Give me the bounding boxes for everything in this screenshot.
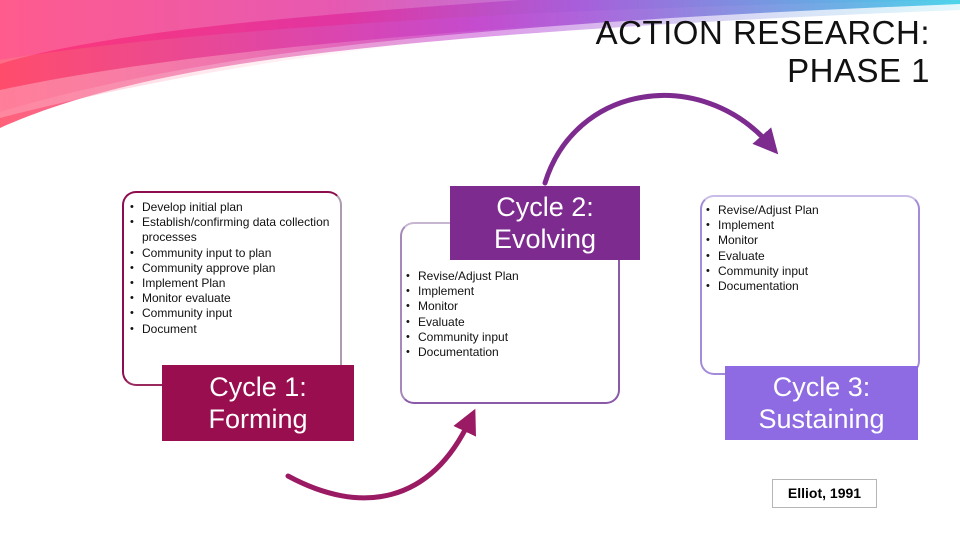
cycle-3-item: Revise/Adjust Plan <box>704 203 904 218</box>
cycle-1-item: Develop initial plan <box>128 200 333 215</box>
cycle-2-item: Implement <box>404 284 604 299</box>
citation: Elliot, 1991 <box>772 479 877 508</box>
arrow-cycle2-to-cycle3 <box>542 92 779 186</box>
cycle-3-item: Community input <box>704 264 904 279</box>
cycle-2-list: Revise/Adjust Plan Implement Monitor Eva… <box>404 269 604 360</box>
cycle-3-item: Evaluate <box>704 249 904 264</box>
cycle-3-card: Revise/Adjust Plan Implement Monitor Eva… <box>700 195 920 375</box>
cycle-2-item: Documentation <box>404 345 604 360</box>
title-line-1: ACTION RESEARCH: <box>595 14 930 51</box>
cycle-1-item: Community input to plan <box>128 246 333 261</box>
cycle-1-label-line-2: Forming <box>208 404 308 434</box>
cycle-3-label: Cycle 3: Sustaining <box>725 366 918 440</box>
cycle-1-item: Monitor evaluate <box>128 291 333 306</box>
cycle-3-item: Documentation <box>704 279 904 294</box>
cycle-1-item: Community input <box>128 306 333 321</box>
cycle-2-label-line-2: Evolving <box>493 224 597 254</box>
cycle-2-item: Revise/Adjust Plan <box>404 269 604 284</box>
cycle-3-item: Implement <box>704 218 904 233</box>
cycle-1-label: Cycle 1: Forming <box>162 365 354 441</box>
cycle-3-list: Revise/Adjust Plan Implement Monitor Eva… <box>704 203 904 294</box>
cycle-1-list: Develop initial plan Establish/confirmin… <box>128 200 333 337</box>
cycle-1-card: Develop initial plan Establish/confirmin… <box>122 191 342 386</box>
cycle-2-item: Evaluate <box>404 315 604 330</box>
cycle-1-item: Document <box>128 322 333 337</box>
slide-title: ACTION RESEARCH: PHASE 1 <box>510 14 930 90</box>
cycle-3-label-line-1: Cycle 3: <box>772 372 871 402</box>
cycle-1-item: Establish/confirming data collection pro… <box>128 215 333 245</box>
cycle-2-item: Monitor <box>404 299 604 314</box>
cycle-3-item: Monitor <box>704 233 904 248</box>
cycle-2-item: Community input <box>404 330 604 345</box>
title-line-2: PHASE 1 <box>787 52 930 89</box>
cycle-2-label: Cycle 2: Evolving <box>450 186 640 260</box>
cycle-1-item: Community approve plan <box>128 261 333 276</box>
cycle-3-label-line-2: Sustaining <box>758 404 885 434</box>
cycle-1-label-line-1: Cycle 1: <box>209 372 307 402</box>
cycle-1-item: Implement Plan <box>128 276 333 291</box>
cycle-2-label-line-1: Cycle 2: <box>496 192 594 222</box>
